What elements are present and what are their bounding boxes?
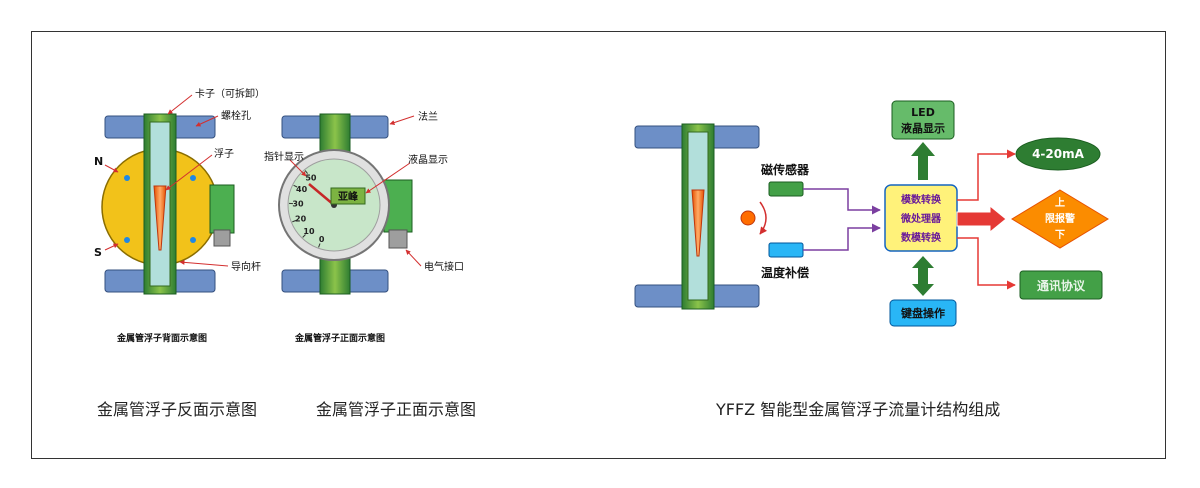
float-element	[153, 185, 167, 251]
back-view-diagram: 卡子（可拆卸） 螺栓孔 浮子 N S 导向杆 金属管浮子背面示意图	[94, 87, 265, 344]
back-view-caption: 金属管浮子反面示意图	[97, 400, 258, 419]
cpu-line-3: 数模转换	[901, 231, 942, 244]
bolt-hole-label: 螺栓孔	[221, 109, 251, 122]
up-arrow-icon	[911, 142, 935, 180]
protocol-block	[1019, 270, 1103, 300]
structure-caption: YFFZ 智能型金属管浮子流量计结构组成	[716, 400, 1001, 419]
front-view-caption: 金属管浮子正面示意图	[316, 400, 477, 419]
keyboard-label: 键盘操作	[900, 306, 945, 320]
dial-tick-label: 0	[319, 235, 325, 244]
dial-tick-mark	[292, 219, 297, 223]
magnet-dot	[190, 237, 196, 243]
back-view-small-caption: 金属管浮子背面示意图	[116, 332, 207, 344]
alarm-diamond	[1011, 189, 1109, 249]
magnet-dot	[190, 175, 196, 181]
current-output-ellipse	[1015, 137, 1101, 171]
magnetic-sensor-label: 磁传感器	[760, 162, 810, 177]
flange-label: 法兰	[418, 110, 438, 123]
magnet-ball	[740, 210, 756, 226]
smart-structure-diagram: 磁传感器 温度补偿 模数转换 微处理器 数模转换 LED 液晶显示 键盘操作 4…	[634, 100, 1109, 327]
connector-gland	[213, 229, 231, 247]
south-pole-label: S	[94, 246, 102, 259]
clip-label: 卡子（可拆卸）	[195, 87, 265, 100]
lcd-display-label: 液晶显示	[408, 153, 448, 166]
right-arrow-icon	[956, 204, 1007, 234]
led-line-2: 液晶显示	[901, 121, 945, 135]
cpu-line-2: 微处理器	[900, 212, 942, 225]
connector-gland	[388, 229, 408, 249]
magnet-dot	[124, 175, 130, 181]
led-line-1: LED	[911, 106, 935, 119]
side-connector	[209, 184, 235, 234]
keyboard-block	[889, 299, 957, 327]
brand-badge	[330, 187, 366, 205]
dial-tick-label: 30	[292, 200, 304, 209]
magnet-dot	[124, 237, 130, 243]
dial-tick-mark	[293, 184, 298, 188]
led-display-block	[891, 100, 955, 140]
dial-tick-label: 50	[305, 173, 317, 182]
brand-badge-text: 亚峰	[338, 190, 359, 203]
guide-rod-label: 导向杆	[231, 260, 261, 273]
temp-comp-label: 温度补偿	[761, 265, 809, 280]
diagram-frame	[31, 31, 1166, 459]
front-view-diagram: 0 10 20 30 40 50 亚峰 法兰 指针显示 液晶显示 电气接口 金属管浮子正面…	[264, 110, 464, 344]
float-label: 浮子	[214, 148, 234, 160]
electric-connector-label: 电气接口	[424, 260, 464, 273]
dial-tick-mark	[318, 243, 321, 248]
dial-tick-label: 40	[296, 185, 308, 194]
dial-tick-mark	[302, 234, 306, 238]
magnetic-sensor-block	[768, 181, 804, 197]
protocol-label: 通讯协议	[1037, 278, 1086, 293]
double-arrow-icon	[912, 256, 934, 296]
alarm-line-2: 限报警	[1045, 212, 1075, 225]
alarm-line-1: 上	[1055, 196, 1065, 209]
front-view-small-caption: 金属管浮子正面示意图	[294, 332, 385, 344]
dial-tick-label: 20	[295, 215, 307, 224]
magnetic-field-arrow	[759, 201, 768, 235]
pointer-display-label: 指针显示	[264, 150, 304, 163]
cpu-line-1: 模数转换	[901, 193, 942, 206]
alarm-line-3: 下	[1055, 229, 1065, 241]
dial-tick-label: 10	[303, 227, 315, 236]
float-element	[691, 189, 705, 257]
north-pole-label: N	[94, 155, 103, 168]
dial-scale: 0 10 20 30 40 50	[288, 170, 325, 248]
current-output-label: 4-20mA	[1032, 147, 1085, 161]
temp-comp-block	[768, 242, 804, 258]
dial-pointer	[308, 183, 335, 206]
